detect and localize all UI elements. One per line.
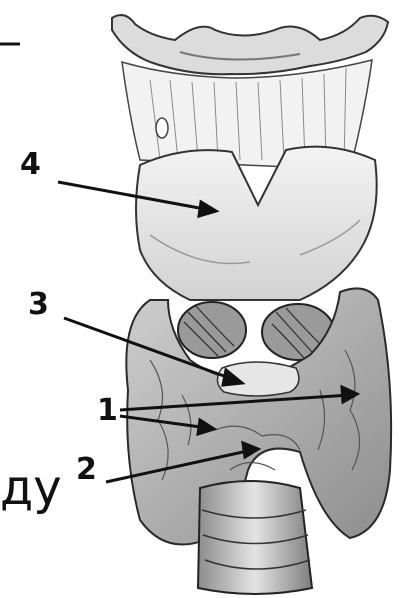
label-3: 3 [28, 290, 49, 320]
label-1: 1 [97, 396, 118, 426]
edge-text-fragment: ду [0, 464, 62, 512]
trachea [198, 481, 312, 594]
label-2: 2 [76, 455, 97, 485]
label-4: 4 [20, 150, 41, 180]
cricothyroid-muscles [178, 302, 334, 360]
thyroid-cartilage [136, 147, 377, 300]
